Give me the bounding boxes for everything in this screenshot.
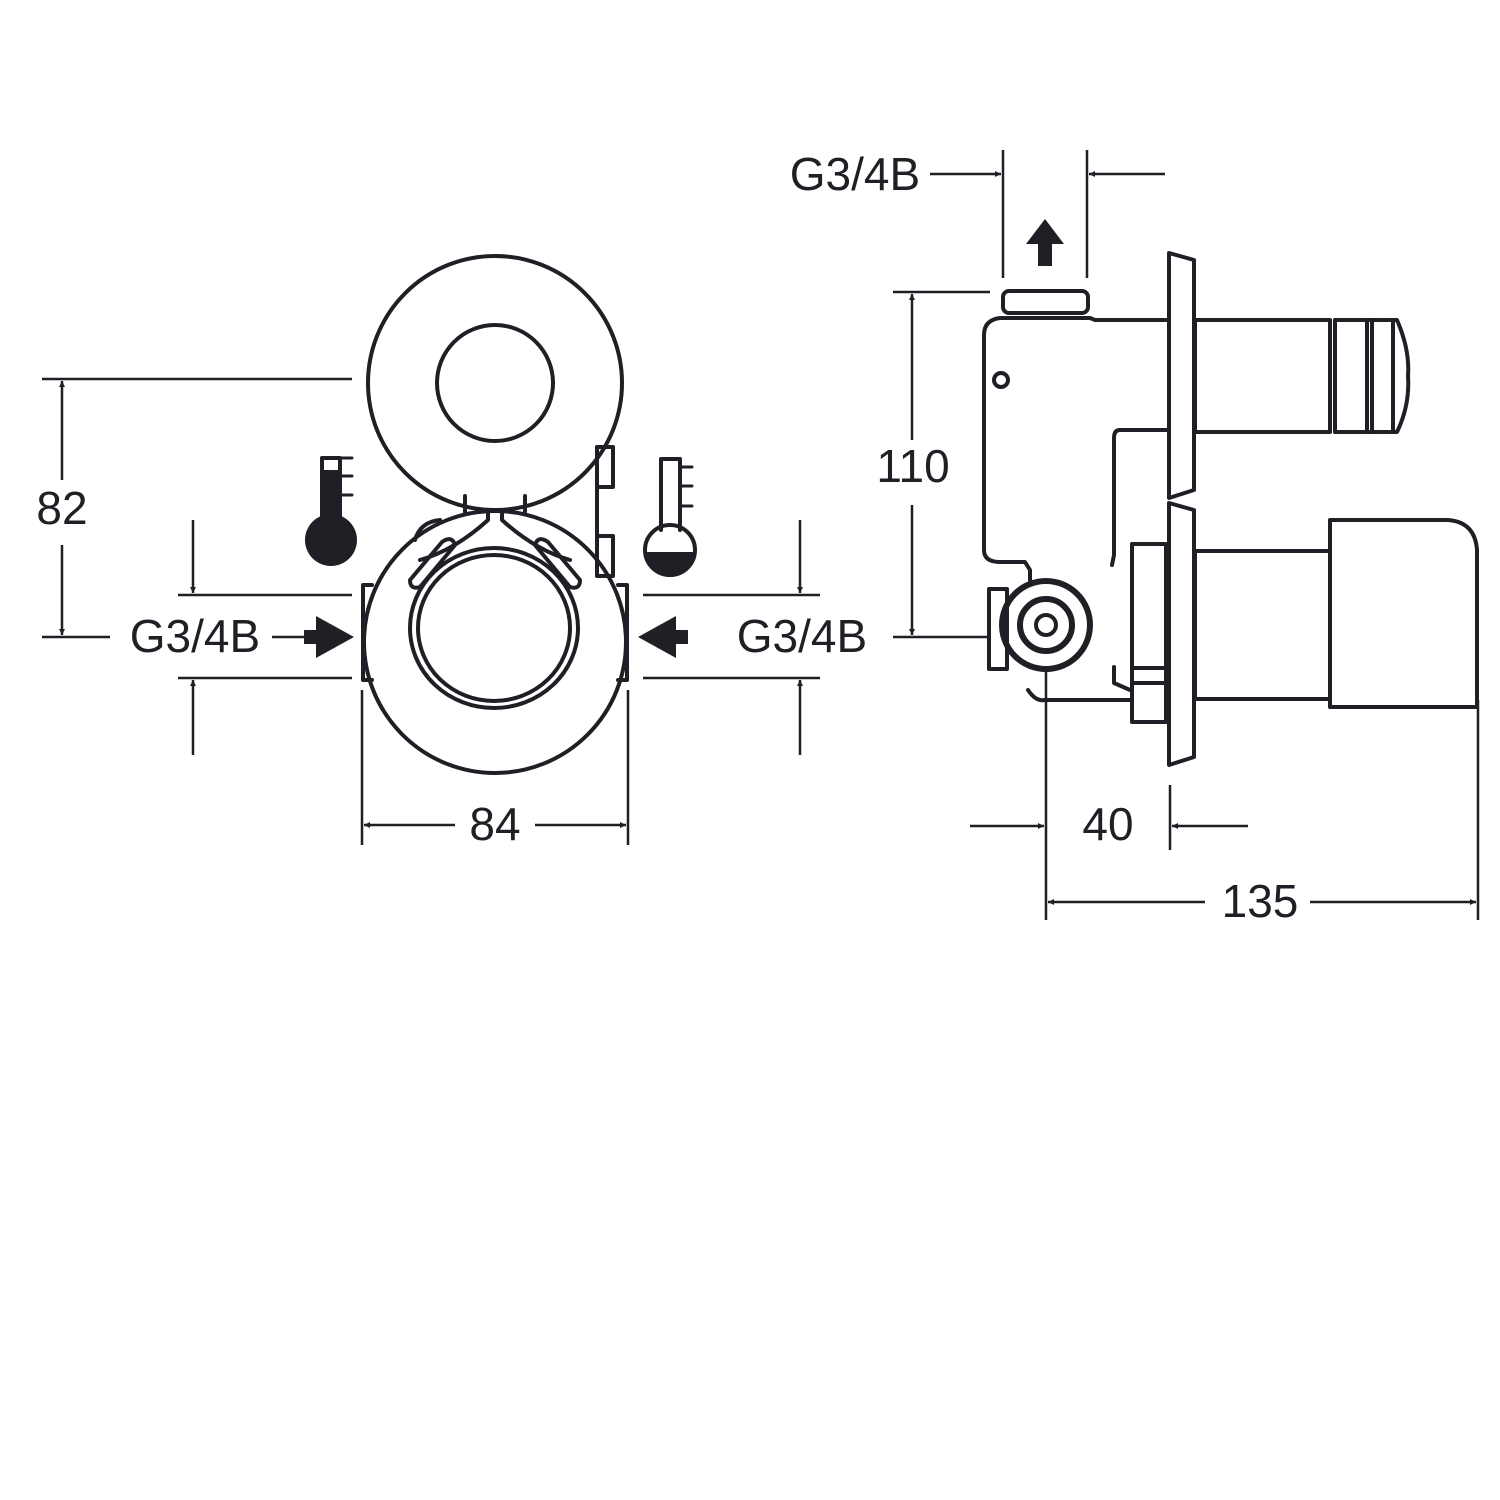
inlet-arrow-left-icon: [304, 616, 354, 658]
outlet-label: G3/4B: [790, 148, 920, 200]
inlet-connector: [987, 587, 1009, 671]
dimension-84: 84: [360, 690, 630, 850]
dimension-135-label: 135: [1222, 875, 1299, 927]
upper-rosette-inner: [435, 323, 555, 443]
upper-knob: [1333, 318, 1411, 434]
lower-spindle: [1193, 549, 1332, 701]
lower-wall-plate: [1167, 501, 1196, 767]
flange: [1130, 542, 1168, 724]
inlet-right-dimension: G3/4B: [638, 520, 867, 755]
lower-ring-inner: [416, 553, 572, 703]
outlet-dimension: G3/4B: [790, 148, 1165, 278]
thermometer-cold-icon: [643, 457, 697, 577]
outlet-arrow-up-icon: [1026, 219, 1064, 266]
upper-spindle: [1193, 318, 1332, 434]
slot-right: [533, 537, 582, 590]
dimension-82-label: 82: [36, 482, 87, 534]
upper-rosette: [366, 254, 624, 512]
slot-left: [408, 537, 457, 590]
dimension-84-label: 84: [469, 798, 520, 850]
dimension-40: 40: [970, 670, 1248, 920]
lower-cap: [1328, 518, 1479, 709]
thermometer-hot-icon: [305, 456, 357, 566]
dimension-110: 110: [876, 290, 990, 639]
dimension-110-label: 110: [876, 440, 949, 492]
front-view: 82 G3/4B G3/4B 84: [36, 254, 867, 850]
outlet-nut: [1001, 289, 1090, 315]
inlet-tab-right: [616, 583, 629, 682]
upper-wall-plate: [1167, 251, 1196, 500]
inlet-arrow-right-icon: [638, 616, 688, 658]
inlet-right-label: G3/4B: [737, 610, 867, 662]
valve-body: [982, 316, 1170, 582]
dimension-135: 135: [1048, 700, 1480, 927]
dimension-40-label: 40: [1082, 798, 1133, 850]
inlet-left-label: G3/4B: [130, 610, 260, 662]
ring-notch: [418, 508, 572, 562]
mounting-bracket: [595, 445, 615, 578]
screw-hole: [992, 371, 1010, 389]
inlet-tab-left: [361, 583, 374, 682]
dimension-82: 82: [36, 377, 352, 639]
lower-ring-outer: [408, 546, 580, 710]
inlet-left-dimension: G3/4B: [130, 520, 354, 755]
inlet-valve: [999, 578, 1093, 672]
side-view: G3/4B: [790, 148, 1480, 927]
lower-rosette: [362, 509, 628, 775]
